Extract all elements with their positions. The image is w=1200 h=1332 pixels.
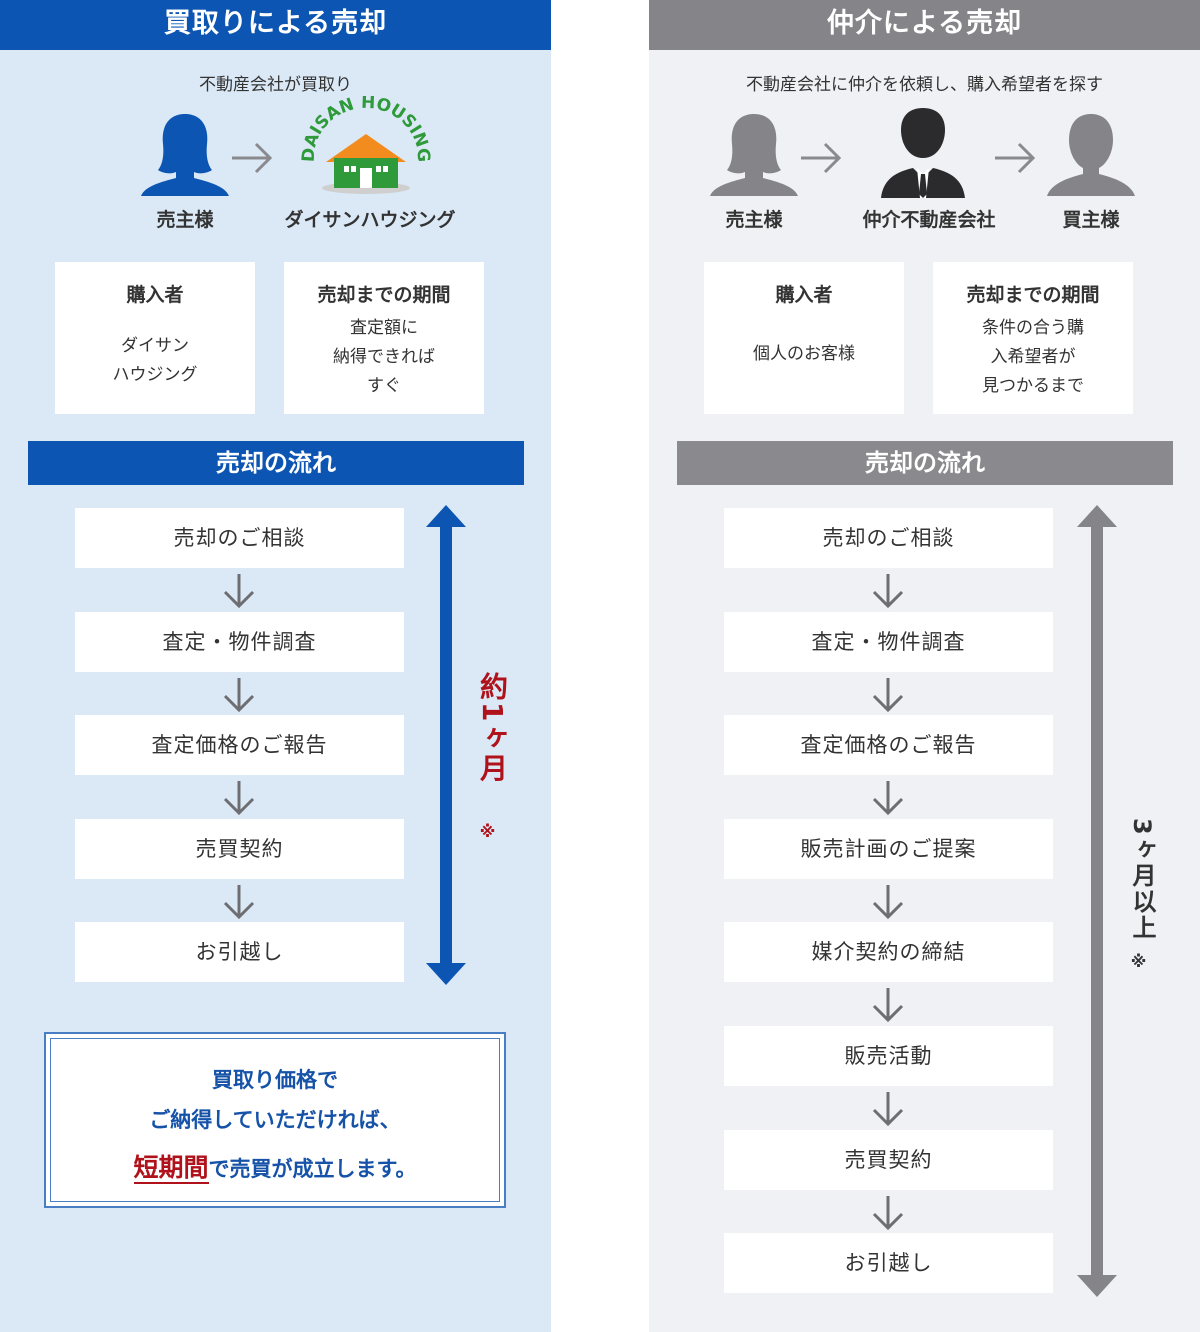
flow-step: お引越し	[724, 1233, 1053, 1294]
flow-step: 査定価格のご報告	[724, 715, 1053, 776]
buyer-card-line2: ハウジング	[112, 365, 198, 385]
arrow-right-icon	[995, 142, 1036, 174]
panel-subtitle: 不動産会社が買取り	[199, 75, 352, 95]
period-card-line3: 見つかるまで	[982, 376, 1084, 396]
down-arrow-icon	[223, 574, 255, 609]
duration-note: ※	[1129, 952, 1148, 973]
duration-arrow-icon	[426, 505, 466, 985]
buyer-card-line1: 個人のお客様	[753, 344, 855, 364]
buyer-card: 購入者 ダイサン ハウジング	[55, 262, 255, 414]
person-icon	[141, 114, 229, 196]
flow-step: 媒介契約の締結	[724, 922, 1053, 983]
note-line2: ご納得していただければ、	[149, 1108, 401, 1132]
flow-step: 売買契約	[724, 1129, 1053, 1190]
flow-step: お引越し	[75, 922, 404, 982]
period-card-line1: 条件の合う購	[982, 318, 1084, 338]
seller-label: 売主様	[725, 209, 783, 231]
buyer-card: 購入者 個人のお客様	[704, 262, 904, 414]
brokerage-sale-panel: 仲介による売却 不動産会社に仲介を依頼し、購入希望者を探す 売主様 仲介不動産会…	[649, 0, 1200, 1332]
note-box: 買取り価格で ご納得していただければ、 短期間で売買が成立します。	[44, 1032, 506, 1208]
flow-step: 査定・物件調査	[724, 611, 1053, 672]
note-inner-border	[50, 1038, 500, 1202]
flow-step: 査定価格のご報告	[75, 715, 404, 775]
period-card: 売却までの期間 査定額に 納得できれば すぐ	[284, 262, 484, 414]
person-icon	[1047, 114, 1135, 196]
note-line1: 買取り価格で	[212, 1068, 338, 1092]
note-line3-rest: で売買が成立します。	[208, 1157, 417, 1181]
panel-subtitle: 不動産会社に仲介を依頼し、購入希望者を探す	[746, 75, 1103, 95]
duration-arrow-icon	[1077, 505, 1117, 1297]
period-card-line2: 納得できれば	[333, 347, 435, 367]
buyer-card-title: 購入者	[126, 284, 184, 306]
note-line3: 短期間で売買が成立します。	[46, 1148, 504, 1184]
flow-step: 販売計画のご提案	[724, 818, 1053, 879]
flow-banner: 売却の流れ	[677, 441, 1173, 485]
flow-banner-label: 売却の流れ	[865, 449, 985, 477]
down-arrow-icon	[872, 1092, 904, 1127]
duration-note: ※	[478, 822, 497, 843]
down-arrow-icon	[223, 884, 255, 919]
down-arrow-icon	[872, 1195, 904, 1230]
buyer-card-line1: ダイサン	[121, 336, 189, 356]
duration-label: 約1ヶ月	[476, 672, 509, 784]
panel-title: 仲介による売却	[649, 0, 1200, 50]
flow-step: 売却のご相談	[75, 508, 404, 568]
down-arrow-icon	[872, 781, 904, 816]
buyer-card-title: 購入者	[775, 284, 833, 306]
period-card-title: 売却までの期間	[317, 284, 451, 306]
down-arrow-icon	[872, 677, 904, 712]
note-highlight: 短期間	[133, 1153, 209, 1184]
seller-label: 売主様	[156, 209, 214, 231]
panel-title: 買取りによる売却	[0, 0, 551, 50]
duration-label: 3ヶ月以上	[1128, 818, 1156, 941]
down-arrow-icon	[872, 574, 904, 609]
person-icon	[710, 114, 798, 196]
flow-step: 販売活動	[724, 1026, 1053, 1086]
flow-step: 売買契約	[75, 818, 404, 879]
company-label: ダイサンハウジング	[284, 209, 456, 231]
arrow-right-icon	[232, 142, 273, 174]
buyer-label: 買主様	[1062, 209, 1120, 231]
period-card: 売却までの期間 条件の合う購 入希望者が 見つかるまで	[933, 262, 1133, 414]
businessman-icon	[881, 108, 965, 198]
down-arrow-icon	[872, 988, 904, 1023]
period-card-line3: すぐ	[367, 376, 401, 396]
down-arrow-icon	[223, 781, 255, 816]
agent-label: 仲介不動産会社	[862, 209, 996, 231]
period-card-line2: 入希望者が	[990, 347, 1076, 367]
flow-banner-label: 売却の流れ	[216, 449, 336, 477]
period-card-title: 売却までの期間	[966, 284, 1100, 306]
house-logo-icon: DAISAN HOUSING	[299, 96, 433, 194]
flow-step: 査定・物件調査	[75, 611, 404, 672]
down-arrow-icon	[223, 677, 255, 712]
flow-banner: 売却の流れ	[28, 441, 524, 485]
down-arrow-icon	[872, 884, 904, 919]
arrow-right-icon	[801, 142, 842, 174]
flow-step: 売却のご相談	[724, 508, 1053, 568]
purchase-sale-panel: 買取りによる売却 不動産会社が買取り 売主様 DAISAN HOUSING ダイ…	[0, 0, 551, 1332]
period-card-line1: 査定額に	[350, 318, 418, 338]
